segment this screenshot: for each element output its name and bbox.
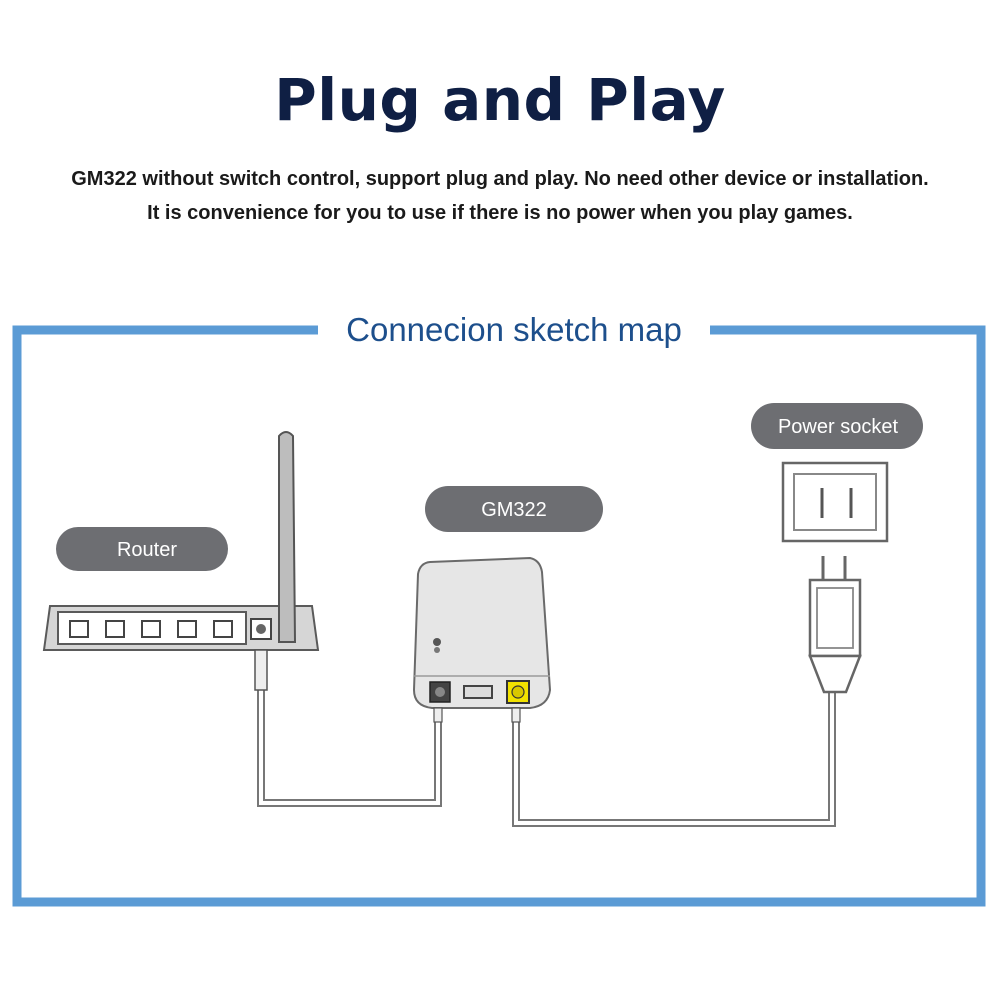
router-cable bbox=[257, 690, 442, 807]
power-socket-label-text: Power socket bbox=[778, 416, 898, 438]
gm322-label: GM322 bbox=[425, 486, 603, 532]
router-icon bbox=[42, 605, 320, 691]
router-label-text: Router bbox=[117, 539, 177, 561]
router-label: Router bbox=[56, 527, 228, 571]
diagram-frame-title: Connecion sketch map bbox=[318, 308, 710, 352]
description-line-1: GM322 without switch control, support pl… bbox=[71, 168, 929, 190]
power-socket-icon bbox=[781, 461, 889, 543]
power-cable bbox=[512, 692, 836, 827]
antenna-icon bbox=[278, 431, 297, 643]
page-title: Plug and Play bbox=[274, 66, 726, 134]
gm322-device-icon bbox=[412, 556, 552, 723]
power-socket-label: Power socket bbox=[751, 403, 923, 449]
gm322-label-text: GM322 bbox=[481, 499, 547, 521]
power-plug-icon bbox=[808, 556, 862, 694]
description-line-2: It is convenience for you to use if ther… bbox=[147, 202, 853, 224]
